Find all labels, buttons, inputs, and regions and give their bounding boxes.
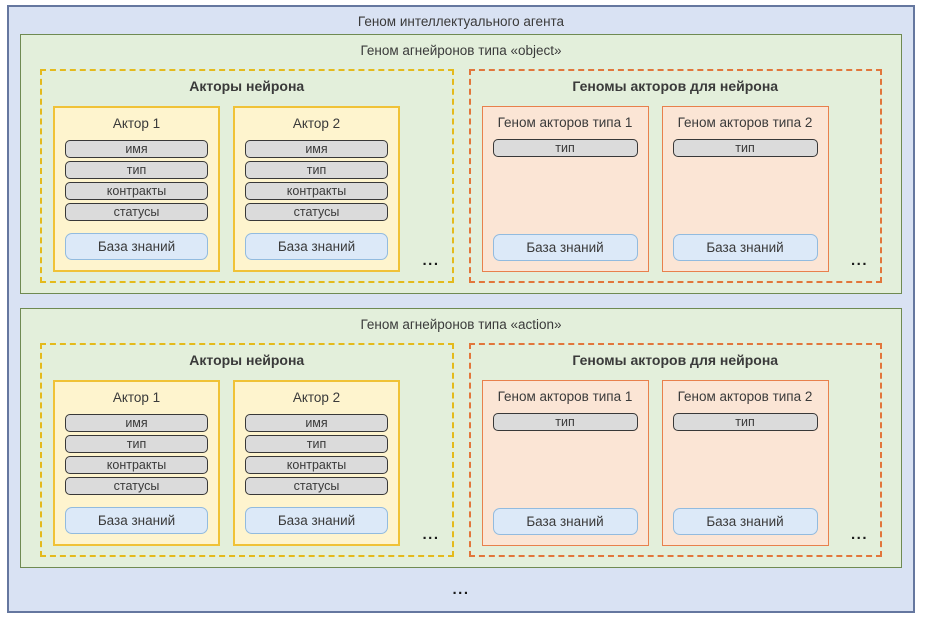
ellipsis: ... <box>850 252 868 269</box>
actors-panel-title: Акторы нейрона <box>189 352 305 368</box>
actor-field-type: тип <box>245 435 388 453</box>
actor-field-contracts: контракты <box>245 182 388 200</box>
actor-field-name: имя <box>65 140 208 158</box>
genomes-panel: Геномы акторов для нейрона Геном акторов… <box>468 343 882 557</box>
ellipsis: ... <box>422 526 440 543</box>
actor-field-statuses: статусы <box>65 477 208 495</box>
actor-field-contracts: контракты <box>65 182 208 200</box>
agent-genome-container: Геном интеллектуального агента Геном агн… <box>7 5 915 613</box>
actor-field-statuses: статусы <box>245 203 388 221</box>
genome-fields: тип <box>492 139 638 157</box>
genome-cards-row: Геном акторов типа 1 тип База знаний Ген… <box>481 106 870 272</box>
agent-genome-title: Геном интеллектуального агента <box>357 14 565 29</box>
actor-card-title: Актор 2 <box>292 390 341 405</box>
knowledge-base: База знаний <box>245 233 388 260</box>
actors-panel: Акторы нейрона Актор 1 имя тип контракты… <box>40 69 454 283</box>
genomes-panel: Геномы акторов для нейрона Геном акторов… <box>468 69 882 283</box>
knowledge-base: База знаний <box>672 508 818 535</box>
actors-panel: Акторы нейрона Актор 1 имя тип контракты… <box>40 343 454 557</box>
genome-card: Геном акторов типа 1 тип База знаний <box>481 380 649 546</box>
actor-field-name: имя <box>245 414 388 432</box>
actor-card: Актор 1 имя тип контракты статусы База з… <box>53 106 220 272</box>
knowledge-base: База знаний <box>492 508 638 535</box>
actor-card-title: Актор 1 <box>112 390 161 405</box>
panels-row: Акторы нейрона Актор 1 имя тип контракты… <box>40 69 882 283</box>
actor-fields: имя тип контракты статусы <box>245 414 388 495</box>
actors-panel-title: Акторы нейрона <box>189 78 305 94</box>
actor-field-contracts: контракты <box>245 456 388 474</box>
actor-card: Актор 2 имя тип контракты статусы База з… <box>233 106 400 272</box>
knowledge-base: База знаний <box>65 507 208 534</box>
genome-field-type: тип <box>492 413 638 431</box>
genome-field-type: тип <box>492 139 638 157</box>
actor-cards-row: Актор 1 имя тип контракты статусы База з… <box>53 380 441 546</box>
genome-card-title: Геном акторов типа 1 <box>497 389 633 404</box>
genome-field-type: тип <box>672 413 818 431</box>
genome-card: Геном акторов типа 1 тип База знаний <box>481 106 649 272</box>
genome-card-title: Геном акторов типа 1 <box>497 115 633 130</box>
ellipsis: ... <box>850 526 868 543</box>
knowledge-base: База знаний <box>245 507 388 534</box>
actor-cards-row: Актор 1 имя тип контракты статусы База з… <box>53 106 441 272</box>
genomes-panel-title: Геномы акторов для нейрона <box>572 352 779 368</box>
bottom-ellipsis: ... <box>452 581 470 598</box>
genome-card-title: Геном акторов типа 2 <box>677 389 813 404</box>
actor-field-statuses: статусы <box>65 203 208 221</box>
genome-card: Геном акторов типа 2 тип База знаний <box>661 380 829 546</box>
actor-fields: имя тип контракты статусы <box>65 414 208 495</box>
genome-card-title: Геном акторов типа 2 <box>677 115 813 130</box>
actor-field-type: тип <box>65 435 208 453</box>
actor-card: Актор 1 имя тип контракты статусы База з… <box>53 380 220 546</box>
genome-cards-row: Геном акторов типа 1 тип База знаний Ген… <box>481 380 870 546</box>
actor-field-contracts: контракты <box>65 456 208 474</box>
actor-field-name: имя <box>65 414 208 432</box>
genome-card: Геном акторов типа 2 тип База знаний <box>661 106 829 272</box>
actor-field-name: имя <box>245 140 388 158</box>
panels-row: Акторы нейрона Актор 1 имя тип контракты… <box>40 343 882 557</box>
genome-fields: тип <box>672 139 818 157</box>
agneuron-action-section: Геном агнейронов типа «action» Акторы не… <box>20 308 902 568</box>
actor-field-type: тип <box>245 161 388 179</box>
knowledge-base: База знаний <box>65 233 208 260</box>
actor-field-statuses: статусы <box>245 477 388 495</box>
agneuron-action-title: Геном агнейронов типа «action» <box>360 317 562 332</box>
actor-card-title: Актор 2 <box>292 116 341 131</box>
genome-fields: тип <box>492 413 638 431</box>
genome-fields: тип <box>672 413 818 431</box>
actor-card-title: Актор 1 <box>112 116 161 131</box>
actor-fields: имя тип контракты статусы <box>245 140 388 221</box>
knowledge-base: База знаний <box>492 234 638 261</box>
ellipsis: ... <box>422 252 440 269</box>
agneuron-object-title: Геном агнейронов типа «object» <box>360 43 562 58</box>
actor-field-type: тип <box>65 161 208 179</box>
genome-field-type: тип <box>672 139 818 157</box>
actor-card: Актор 2 имя тип контракты статусы База з… <box>233 380 400 546</box>
section-gap <box>9 294 913 308</box>
agneuron-object-section: Геном агнейронов типа «object» Акторы не… <box>20 34 902 294</box>
genomes-panel-title: Геномы акторов для нейрона <box>572 78 779 94</box>
knowledge-base: База знаний <box>672 234 818 261</box>
actor-fields: имя тип контракты статусы <box>65 140 208 221</box>
